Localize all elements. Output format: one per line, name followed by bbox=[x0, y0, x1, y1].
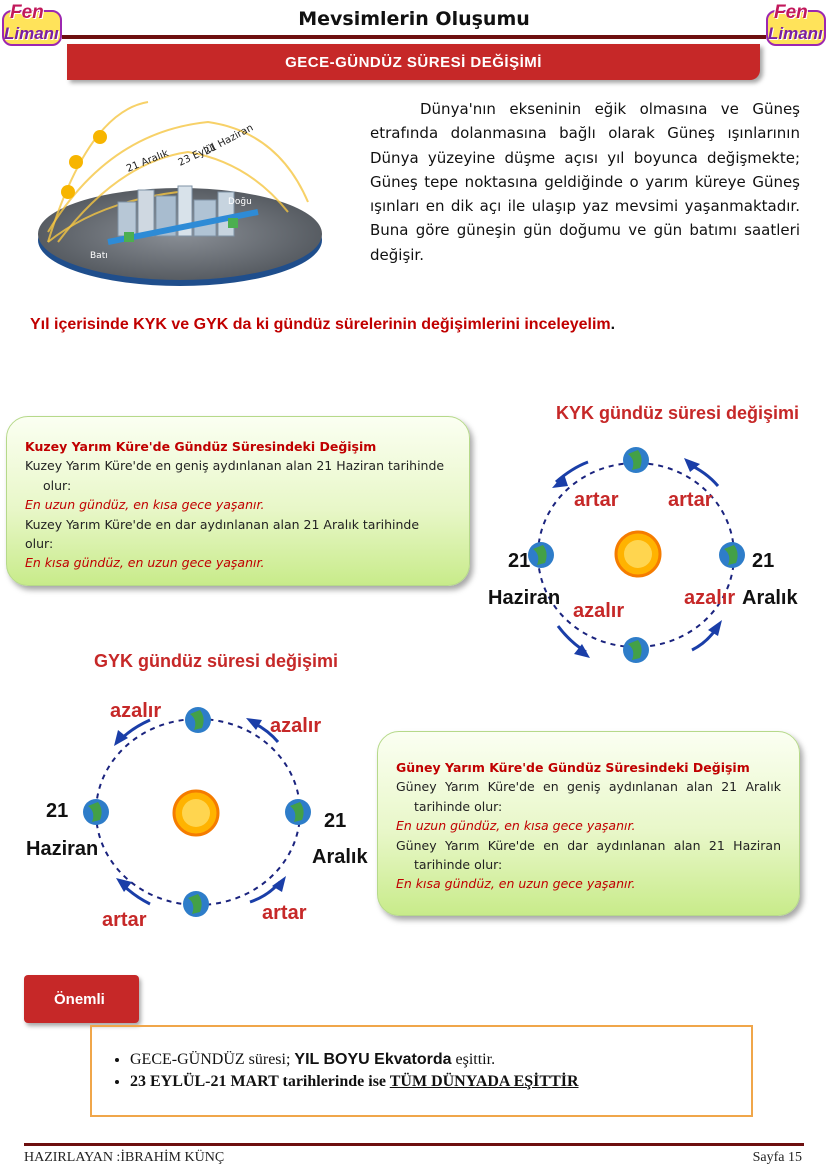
kyk-right-num: 21 bbox=[752, 550, 775, 572]
gyk-diagram-title: GYK gündüz süresi değişimi bbox=[94, 651, 339, 671]
gyk-right-month: Aralık bbox=[312, 846, 368, 868]
north-box-line4: En kısa gündüz, en uzun gece yaşanır. bbox=[25, 555, 265, 571]
fen-limani-logo-right: Fen Limanı bbox=[766, 2, 826, 48]
label-dogu: Doğu bbox=[228, 197, 252, 207]
kyk-orbit-diagram bbox=[528, 447, 745, 663]
item1-pre: GECE-GÜNDÜZ süresi; bbox=[130, 1051, 295, 1068]
label-21-aralik: 21 Aralık bbox=[125, 148, 170, 175]
sun-path-illustration: 21 Haziran 23 Eylül 21 Aralık Doğu Batı bbox=[38, 101, 322, 286]
gyk-bottom-left-label: artar bbox=[102, 909, 147, 931]
item2-underline: TÜM DÜNYADA EŞİTTİR bbox=[389, 1073, 579, 1090]
north-box-line3: Kuzey Yarım Küre'de en dar aydınlanan al… bbox=[25, 516, 420, 551]
gyk-left-month: Haziran bbox=[26, 838, 99, 860]
important-list: GECE-GÜNDÜZ süresi; YIL BOYU Ekvatorda e… bbox=[92, 1051, 751, 1091]
kyk-left-num: 21 bbox=[508, 550, 531, 572]
section-subheading: Yıl içerisinde KYK ve GYK da ki gündüz s… bbox=[30, 316, 615, 334]
important-tab: Önemli bbox=[24, 975, 139, 1023]
gyk-top-right-label: azalır bbox=[270, 715, 322, 737]
gyk-right-num: 21 bbox=[324, 810, 347, 832]
important-item-2: 23 EYLÜL-21 MART tarihlerinde ise TÜM DÜ… bbox=[130, 1073, 751, 1091]
important-box: GECE-GÜNDÜZ süresi; YIL BOYU Ekvatorda e… bbox=[90, 1025, 753, 1117]
item1-post: eşittir. bbox=[451, 1051, 496, 1068]
subheading-text: Yıl içerisinde KYK ve GYK da ki gündüz s… bbox=[30, 316, 611, 333]
north-box-title: Kuzey Yarım Küre'de Gündüz Süresindeki D… bbox=[25, 439, 377, 454]
important-item-1: GECE-GÜNDÜZ süresi; YIL BOYU Ekvatorda e… bbox=[130, 1051, 751, 1069]
gyk-orbit-diagram bbox=[83, 707, 311, 917]
kyk-top-left-label: artar bbox=[574, 489, 619, 511]
kyk-top-right-label: artar bbox=[668, 489, 713, 511]
south-box-title: Güney Yarım Küre'de Gündüz Süresindeki D… bbox=[396, 760, 750, 775]
page-title: Mevsimlerin Oluşumu bbox=[298, 8, 530, 30]
footer-divider bbox=[24, 1143, 804, 1146]
logo-text-2: Limanı bbox=[768, 24, 823, 43]
kyk-bottom-right-label: azalır bbox=[684, 587, 736, 609]
gyk-left-num: 21 bbox=[46, 800, 69, 822]
gyk-bottom-right-label: artar bbox=[262, 902, 307, 924]
logo-text-2: Limanı bbox=[4, 24, 59, 43]
label-bati: Batı bbox=[90, 251, 108, 261]
south-box-line3: Güney Yarım Küre'de en dar aydınlanan al… bbox=[396, 837, 781, 872]
item2-pre: 23 EYLÜL-21 MART tarihlerinde ise bbox=[130, 1073, 390, 1090]
north-box-line1: Kuzey Yarım Küre'de en geniş aydınlanan … bbox=[25, 458, 445, 493]
south-box-line4: En kısa gündüz, en uzun gece yaşanır. bbox=[396, 876, 636, 892]
kyk-right-month: Aralık bbox=[742, 587, 798, 609]
header-divider bbox=[62, 35, 766, 39]
footer-page-number: Sayfa 15 bbox=[752, 1150, 802, 1165]
south-box-line2: En uzun gündüz, en kısa gece yaşanır. bbox=[396, 818, 636, 834]
section-banner: GECE-GÜNDÜZ SÜRESİ DEĞİŞİMİ bbox=[67, 44, 760, 80]
subheading-dot: . bbox=[610, 316, 616, 333]
item1-bold: YIL BOYU Ekvatorda bbox=[294, 1051, 452, 1068]
logo-text-1: Fen bbox=[10, 2, 44, 23]
fen-limani-logo-left: Fen Limanı bbox=[2, 2, 62, 48]
north-box-line2: En uzun gündüz, en kısa gece yaşanır. bbox=[25, 497, 265, 513]
kyk-diagram-title: KYK gündüz süresi değişimi bbox=[556, 403, 800, 423]
intro-paragraph: Dünya'nın ekseninin eğik olmasına ve Gün… bbox=[370, 100, 800, 264]
south-box-line1: Güney Yarım Küre'de en geniş aydınlanan … bbox=[396, 779, 781, 814]
south-hemisphere-box: Güney Yarım Küre'de Gündüz Süresindeki D… bbox=[377, 731, 800, 916]
kyk-left-month: Haziran bbox=[488, 587, 561, 609]
kyk-bottom-left-label: azalır bbox=[573, 600, 625, 622]
logo-text-1: Fen bbox=[774, 2, 808, 23]
gyk-top-left-label: azalır bbox=[110, 700, 162, 722]
north-hemisphere-box: Kuzey Yarım Küre'de Gündüz Süresindeki D… bbox=[6, 416, 470, 586]
footer-author: HAZIRLAYAN :İBRAHİM KÜNÇ bbox=[24, 1150, 225, 1165]
